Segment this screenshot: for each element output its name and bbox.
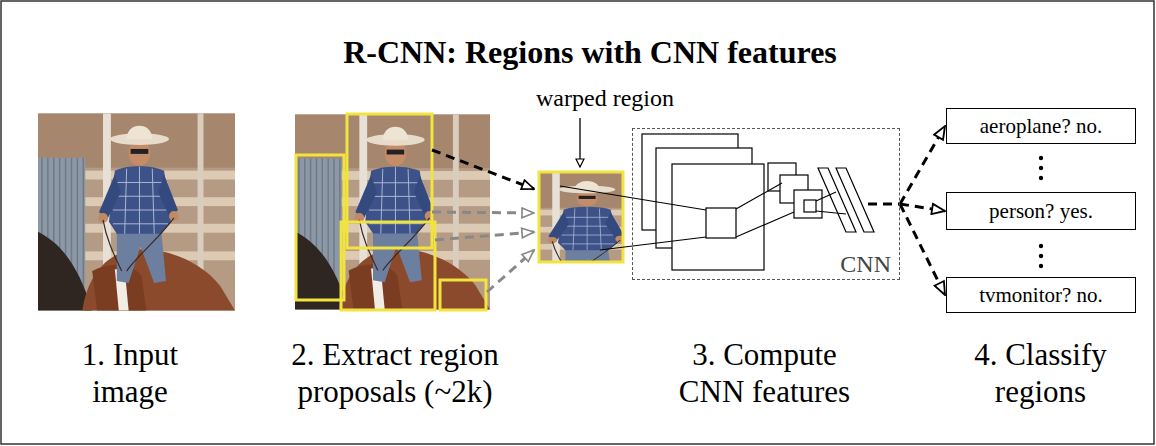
box-text: CNN xyxy=(840,251,891,277)
step-caption: 3. Compute CNN features xyxy=(662,336,867,410)
input-photo xyxy=(38,114,235,311)
dashed-arrow xyxy=(900,204,945,295)
dashed-arrow xyxy=(900,126,945,204)
fc-output-wire xyxy=(868,203,900,206)
step-caption: 1. Input image xyxy=(50,336,210,410)
proposal-photo xyxy=(295,115,490,310)
box-text: aeroplane? no. xyxy=(980,114,1102,138)
dashed-arrow xyxy=(900,204,945,211)
leader-arrow xyxy=(579,118,580,167)
box-text: person? yes. xyxy=(989,199,1093,223)
step-caption: 2. Extract region proposals (~2k) xyxy=(245,336,545,410)
proposal-boxes xyxy=(296,114,486,310)
step-caption: 4. Classify regions xyxy=(938,336,1143,410)
box-text: tvmonitor? no. xyxy=(979,283,1103,307)
cnn-layers xyxy=(642,134,874,270)
figure-title: R-CNN: Regions with CNN features xyxy=(20,34,1156,71)
cnn-wires xyxy=(560,183,846,250)
class-box: person? yes. xyxy=(946,192,1136,230)
callout-label: warped region xyxy=(505,84,705,113)
warp-arrows xyxy=(432,150,534,292)
class-box: aeroplane? no. xyxy=(946,108,1136,144)
class-box: tvmonitor? no. xyxy=(946,277,1136,313)
cnn-region: CNN xyxy=(632,128,900,280)
